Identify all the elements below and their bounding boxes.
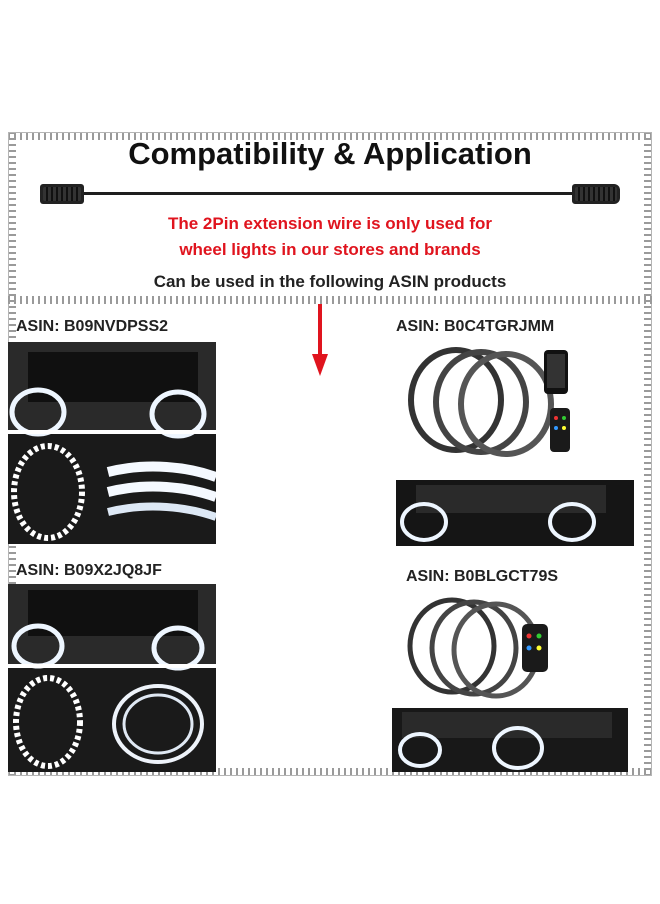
product-photo-4 (392, 588, 628, 772)
asin-intro-text: Can be used in the following ASIN produc… (153, 272, 507, 291)
asin-label-4: ASIN: B0BLGCT79S (406, 568, 559, 585)
product-photo-3 (8, 584, 216, 772)
asin-label-2: ASIN: B0C4TGRJMM (396, 318, 555, 335)
product-photo-1 (8, 342, 216, 544)
product-photo-2 (396, 340, 634, 546)
extension-cable-icon (40, 182, 620, 206)
section-divider (8, 296, 652, 304)
asin-label-3: ASIN: B09X2JQ8JF (16, 562, 162, 579)
page-title: Compatibility & Application (128, 136, 532, 171)
compatibility-note-line2: wheel lights in our stores and brands (179, 240, 481, 259)
asin-label-1: ASIN: B09NVDPSS2 (16, 318, 169, 335)
arrow-down-icon (312, 304, 328, 378)
compatibility-note-line1: The 2Pin extension wire is only used for (167, 214, 493, 233)
